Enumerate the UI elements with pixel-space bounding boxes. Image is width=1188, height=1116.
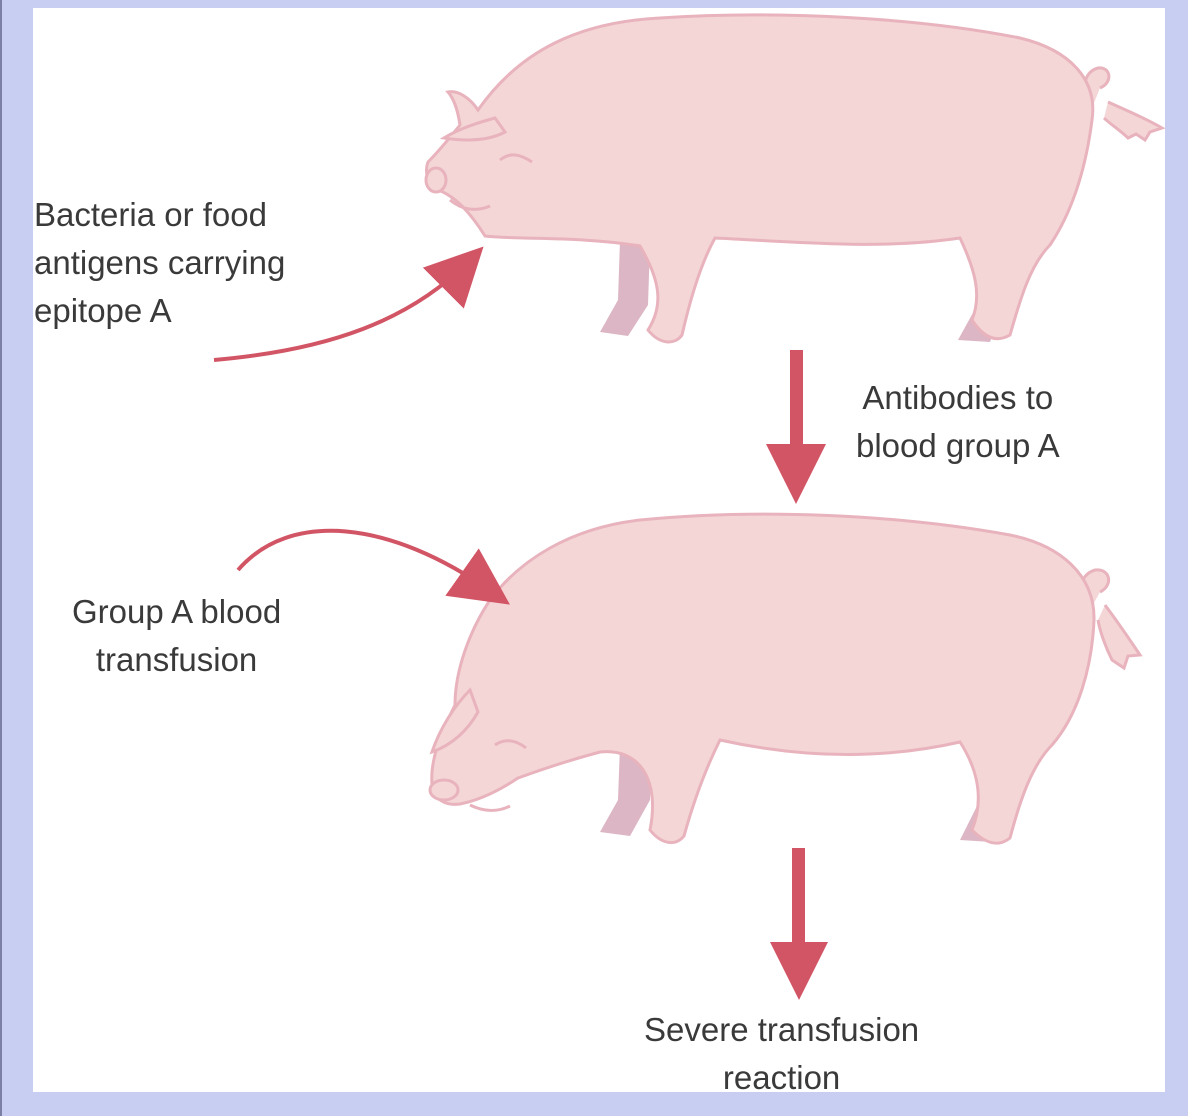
label-transfusion-reaction: Severe transfusion reaction: [644, 1006, 919, 1102]
border-left: [2, 0, 33, 1116]
down-arrow-antibodies: [766, 350, 826, 504]
pig-bottom-body: [432, 514, 1094, 843]
curved-arrow-transfusion: [238, 531, 492, 592]
pig-top-body: [426, 15, 1092, 342]
pig-bottom-snout: [430, 780, 458, 800]
frame-left-line: [0, 0, 2, 1116]
pig-top-snout: [426, 168, 446, 192]
pig-bottom-mouth: [470, 805, 510, 810]
border-top: [0, 0, 1188, 8]
pig-top-tail: [1084, 68, 1162, 140]
pig-top: [426, 15, 1162, 342]
label-antibodies: Antibodies to blood group A: [856, 374, 1060, 470]
down-arrow-reaction: [770, 848, 828, 1000]
label-bacteria-antigens: Bacteria or food antigens carrying epito…: [34, 191, 285, 335]
pig-bottom: [430, 514, 1140, 843]
label-group-a-transfusion: Group A blood transfusion: [72, 588, 281, 684]
border-right: [1165, 0, 1188, 1116]
pig-top-far-leg-front: [600, 240, 650, 336]
border-bottom: [0, 1092, 1188, 1116]
